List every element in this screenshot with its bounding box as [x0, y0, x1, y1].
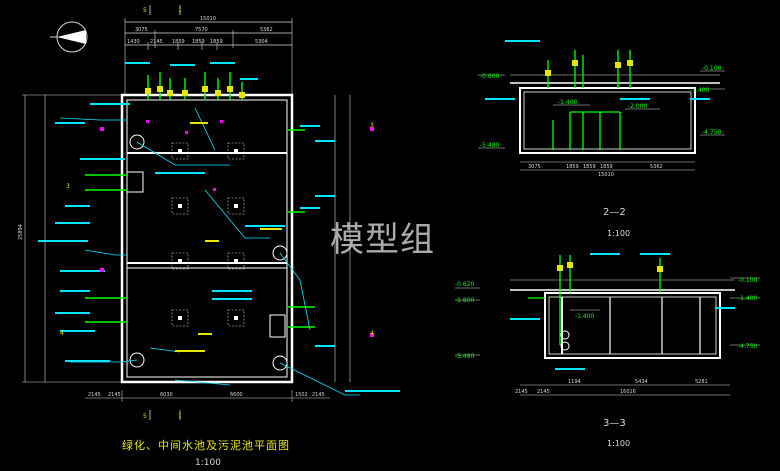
level-3-3: -4.750	[738, 343, 758, 350]
dim-2-2-total: 15010	[598, 172, 614, 178]
section-mark: 4	[60, 330, 64, 337]
dim-bottom: 6600	[230, 392, 243, 398]
section-mark: 1	[178, 7, 182, 14]
dim-top-sub: 1430	[127, 39, 140, 45]
dim-top: 3075	[135, 27, 148, 33]
level-2-2: -0.600	[480, 73, 500, 80]
level-2-2: -0.100	[702, 65, 722, 72]
section-3-3	[455, 253, 760, 396]
section-mark: 1	[178, 413, 182, 420]
dim-top-sub: 1859	[210, 39, 223, 45]
main-plan	[22, 5, 400, 420]
dim-2-2: 1859	[583, 164, 596, 170]
level-3-3: -5.480	[455, 353, 475, 360]
dim-3-3-total: 16016	[620, 389, 636, 395]
dim-bottom: 1502	[295, 392, 308, 398]
level-2-2: -1.400	[690, 87, 710, 94]
dim-3-3: 1194	[568, 379, 581, 385]
section-3-3-scale: 1:100	[607, 439, 631, 448]
section-3-3-title: 3—3	[603, 418, 626, 429]
dim-3-3-small: 2145	[537, 389, 550, 395]
level-2-2: -4.750	[702, 129, 722, 136]
dim-2-2: 1859	[600, 164, 613, 170]
dim-3-3: 5281	[695, 379, 708, 385]
dim-bottom: 2145	[108, 392, 121, 398]
dim-2-2: 5362	[650, 164, 663, 170]
section-2-2	[478, 40, 725, 171]
dim-top: 7570	[195, 27, 208, 33]
section-mark: 4	[370, 330, 374, 337]
level-3-3: -0.100	[738, 277, 758, 284]
plan-title: 绿化、中间水池及污泥池平面图	[122, 439, 290, 452]
section-2-2-scale: 1:100	[607, 229, 631, 238]
dim-top-sub: 1859	[172, 39, 185, 45]
dim-bottom: 6030	[160, 392, 173, 398]
dim-top-sub: 2145	[150, 39, 163, 45]
dim-3-3-small: 2145	[515, 389, 528, 395]
dim-top-total: 15010	[200, 16, 216, 22]
dim-left-total: 25894	[18, 224, 24, 240]
dim-top-sub: 1859	[192, 39, 205, 45]
plan-scale: 1:100	[195, 458, 221, 468]
level-3-3: -0.620	[455, 281, 475, 288]
level-3-3: -1.400	[575, 313, 595, 320]
dim-top: 5362	[260, 27, 273, 33]
section-2-2-title: 2—2	[603, 207, 626, 218]
section-mark: 3	[370, 122, 374, 129]
section-mark: 5	[143, 413, 147, 420]
level-3-3: -1.400	[738, 295, 758, 302]
north-arrow-icon	[50, 21, 88, 53]
level-2-2: -1.400	[558, 99, 578, 106]
watermark: 模型组	[330, 220, 435, 260]
level-3-3: -1.800	[455, 297, 475, 304]
level-2-2: -5.480	[480, 142, 500, 149]
section-mark: 5	[143, 7, 147, 14]
dim-2-2: 3075	[528, 164, 541, 170]
dim-bottom: 2145	[88, 392, 101, 398]
dim-3-3: 5434	[635, 379, 648, 385]
section-mark: 3	[66, 183, 70, 190]
level-2-2: -2.000	[628, 103, 648, 110]
dim-2-2: 1859	[566, 164, 579, 170]
dim-bottom: 2145	[312, 392, 325, 398]
dim-top-sub: 5304	[255, 39, 268, 45]
